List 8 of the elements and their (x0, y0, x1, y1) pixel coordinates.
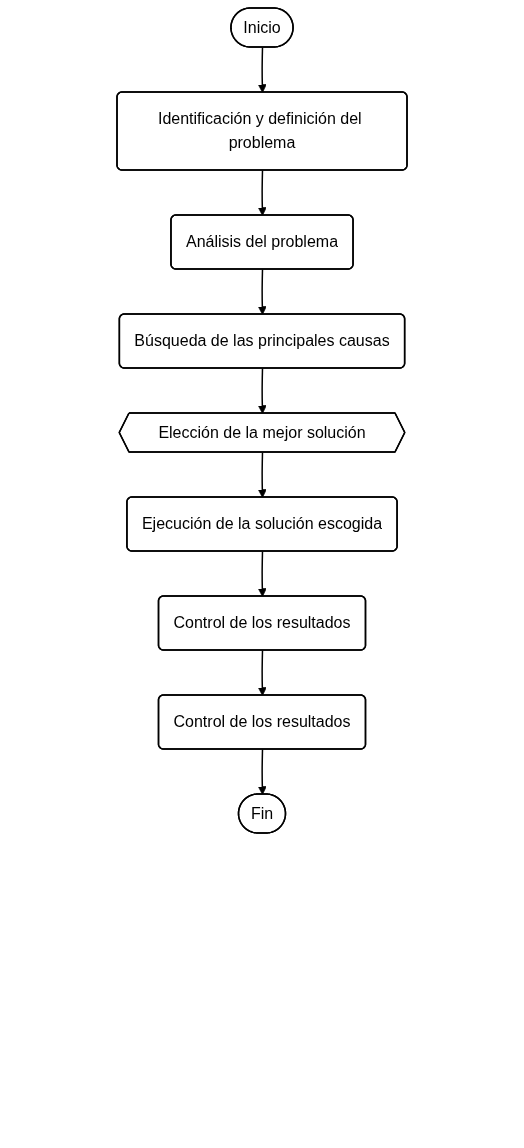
arrow (257, 169, 267, 216)
arrow (257, 451, 267, 498)
arrow (257, 649, 267, 696)
arrow (257, 550, 267, 597)
arrow (257, 268, 267, 315)
arrow (257, 748, 267, 795)
arrow (257, 46, 267, 93)
arrow (257, 367, 267, 414)
